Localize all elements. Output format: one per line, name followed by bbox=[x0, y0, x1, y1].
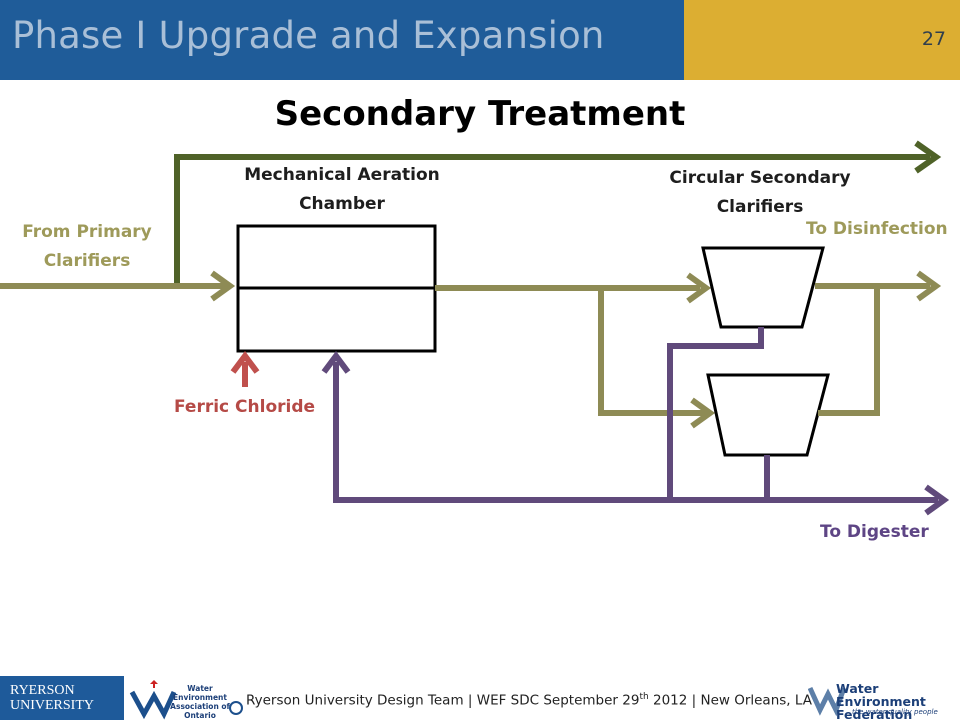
bypass-arrowhead bbox=[914, 140, 942, 174]
clarifier-2 bbox=[706, 373, 830, 457]
clarifier1-sludge-line bbox=[667, 327, 764, 503]
header-bar bbox=[0, 0, 684, 80]
slide-number: 27 bbox=[921, 28, 946, 50]
return-sludge-line bbox=[333, 362, 670, 503]
wef-logo-text: Water Environment Federation bbox=[836, 681, 926, 722]
clarifier2-feed-line bbox=[598, 288, 706, 416]
aeration-chamber-label: Mechanical Aeration Chamber bbox=[244, 165, 440, 214]
bypass-flow-line bbox=[174, 154, 930, 285]
to-disinfection-label: To Disinfection bbox=[806, 219, 948, 239]
ferric-chloride-label: Ferric Chloride bbox=[174, 397, 316, 417]
header-accent bbox=[684, 0, 960, 80]
wea-ontario-logo bbox=[129, 680, 243, 720]
to-digester-label: To Digester bbox=[820, 522, 929, 542]
slide-title: Phase I Upgrade and Expansion bbox=[12, 14, 605, 57]
section-title: Secondary Treatment bbox=[274, 94, 686, 134]
clarifier2-effluent-line bbox=[818, 286, 880, 416]
clarifiers-label: Circular Secondary Clarifiers bbox=[669, 168, 851, 217]
clarifier2-inlet-arrowhead bbox=[690, 397, 716, 429]
wef-logo-tagline: the water quality people bbox=[852, 708, 938, 716]
from-primary-label: From Primary Clarifiers bbox=[22, 222, 152, 271]
clarifier1-inlet-arrowhead bbox=[686, 272, 712, 304]
influent-arrowhead bbox=[210, 270, 236, 302]
digester-arrowhead bbox=[924, 484, 950, 516]
wea-logo-text: Water Environment Association of Ontario bbox=[170, 684, 230, 720]
clarifier-1 bbox=[701, 246, 825, 329]
footer-text: Ryerson University Design Team | WEF SDC… bbox=[246, 692, 812, 709]
ferric-chloride-arrowhead bbox=[230, 351, 260, 374]
return-sludge-arrowhead bbox=[321, 351, 351, 374]
disinfection-arrowhead bbox=[916, 270, 942, 302]
wef-logo bbox=[808, 686, 847, 717]
ryerson-logo: RYERSON UNIVERSITY bbox=[0, 676, 124, 720]
